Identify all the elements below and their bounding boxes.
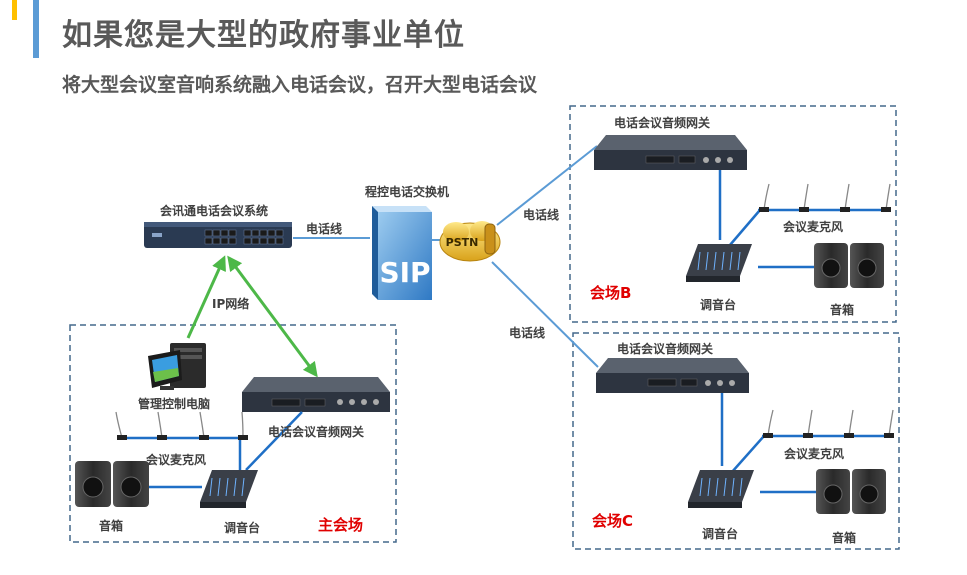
- venue-b-mixer-label: 调音台: [700, 298, 737, 312]
- conference-system-device: [144, 222, 292, 248]
- main-mic-bases: [117, 435, 248, 440]
- main-speakers: [75, 461, 149, 507]
- venue-b-mic-bases: [759, 207, 891, 212]
- venue-b-gateway-device: [594, 135, 747, 170]
- venue-c-mic-bases: [763, 433, 894, 438]
- ip-arrow-pc: [186, 255, 226, 339]
- main-venue-name: 主会场: [318, 516, 364, 534]
- venue-c-speaker-label: 音箱: [832, 531, 857, 545]
- phone-line-pstn-c: [491, 261, 599, 368]
- venue-b-gateway-label: 电话会议音频网关: [614, 116, 711, 130]
- accent-mark-small: [12, 0, 17, 20]
- venue-c-speakers: [816, 469, 886, 514]
- venue-c-gateway-device: [596, 358, 749, 393]
- page-title: 如果您是大型的政府事业单位: [62, 18, 465, 53]
- main-microphones: [115, 411, 244, 439]
- management-pc-label: 管理控制电脑: [138, 397, 211, 411]
- venue-c-name: 会场C: [592, 512, 634, 530]
- main-mixer: [200, 470, 258, 508]
- venue-c-mixer-label: 调音台: [702, 527, 739, 541]
- pstn-cloud-icon: PSTN: [439, 221, 501, 262]
- main-speaker-label: 音箱: [99, 519, 124, 533]
- phone-line-label-b: 电话线: [523, 208, 560, 222]
- conference-system-label: 会讯通电话会议系统: [160, 204, 269, 218]
- ip-network-label: IP网络: [212, 297, 250, 311]
- ip-arrow-gateway: [227, 255, 318, 378]
- main-gateway-label: 电话会议音频网关: [268, 425, 365, 439]
- venue-c-mixer: [688, 470, 754, 508]
- venue-c-wiring: [720, 393, 893, 494]
- venue-b-speakers: [814, 243, 884, 288]
- venue-b-name: 会场B: [590, 284, 632, 302]
- venue-b-mixer: [686, 244, 752, 282]
- venue-c-gateway-label: 电话会议音频网关: [617, 342, 714, 356]
- accent-bar: [33, 0, 39, 58]
- venue-c-border: [572, 332, 900, 550]
- venue-b-mic-label: 会议麦克风: [783, 220, 844, 234]
- venue-b-microphones: [763, 183, 891, 211]
- page-subtitle: 将大型会议室音响系统融入电话会议，召开大型电话会议: [62, 74, 538, 96]
- svg-text:PSTN: PSTN: [446, 236, 479, 249]
- venue-b-wiring: [718, 170, 890, 269]
- venue-b-border: [569, 105, 897, 323]
- main-gateway-device: [242, 377, 390, 412]
- phone-line-label-main: 电话线: [306, 222, 343, 236]
- main-mic-label: 会议麦克风: [146, 453, 207, 467]
- main-mixer-label: 调音台: [224, 521, 261, 535]
- phone-line-pstn-b: [496, 145, 598, 226]
- phone-line-label-c: 电话线: [509, 326, 546, 340]
- management-pc-icon: [148, 343, 206, 390]
- pbx-sip-icon: SIP: [372, 206, 432, 300]
- venue-b-speaker-label: 音箱: [830, 303, 855, 317]
- venue-c-microphones: [767, 409, 894, 437]
- pbx-label: 程控电话交换机: [365, 185, 450, 199]
- svg-text:SIP: SIP: [379, 256, 430, 289]
- venue-c-mic-label: 会议麦克风: [784, 447, 845, 461]
